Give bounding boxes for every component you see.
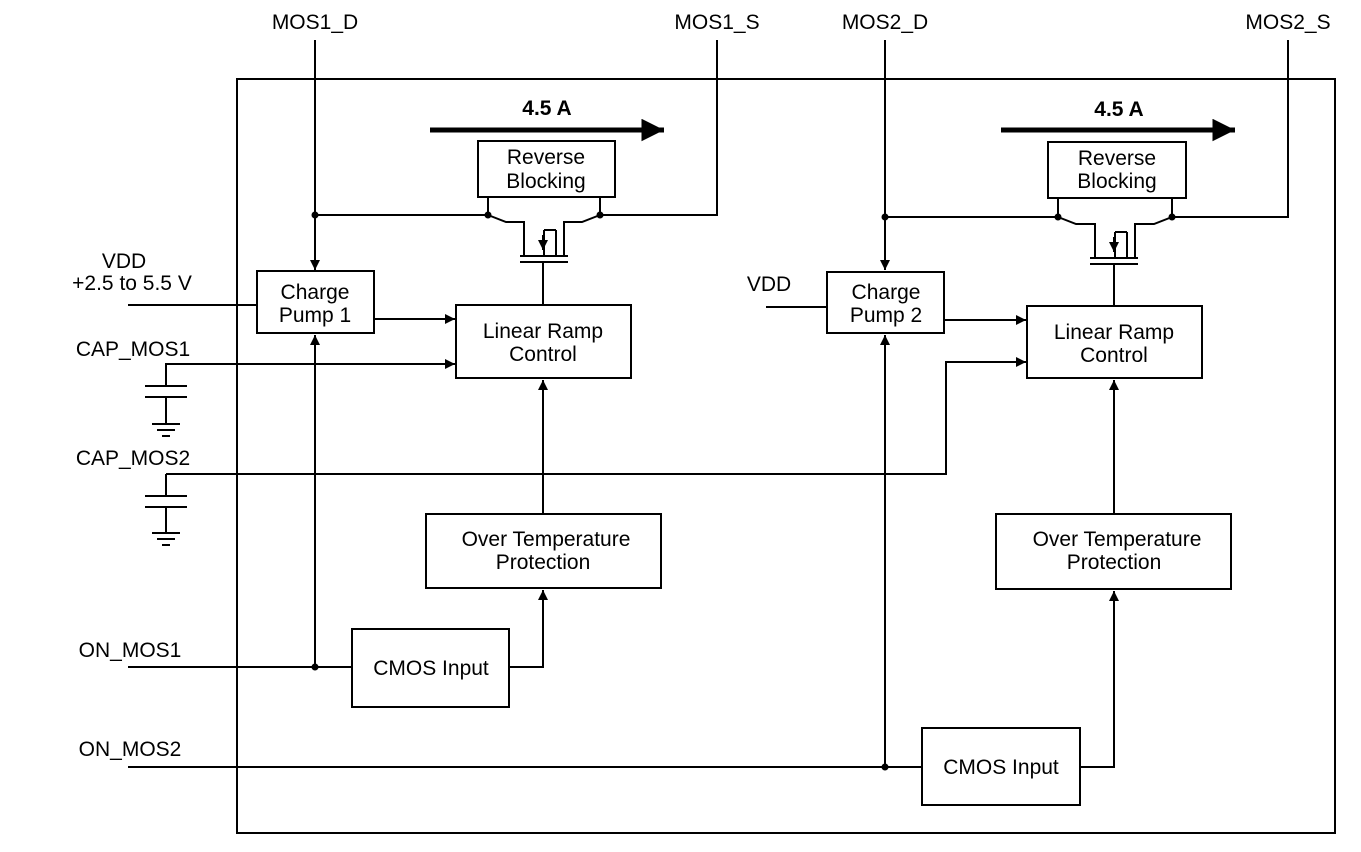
reverse-blocking-text-2b: Blocking (1077, 170, 1156, 193)
pin-mos1-d-label: MOS1_D (272, 11, 358, 34)
channel-1: 4.5 A Reverse Blocking Cha (128, 40, 718, 708)
pin-cap-mos2-label: CAP_MOS2 (76, 447, 190, 470)
over-temp-box-1 (425, 513, 662, 589)
current-label-2: 4.5 A (1094, 98, 1143, 121)
pin-cap-mos1-label: CAP_MOS1 (76, 338, 190, 361)
capacitor-2 (145, 474, 187, 546)
pin-vdd-range-label: +2.5 to 5.5 V (72, 272, 192, 295)
linear-ramp-box-2 (1026, 305, 1203, 379)
reverse-blocking-box-2 (1047, 141, 1187, 199)
pin-on-mos1-label: ON_MOS1 (79, 639, 182, 662)
mosfet-symbol-1 (487, 214, 601, 304)
cmos-input-box-1 (351, 628, 510, 708)
capacitor-1 (145, 385, 187, 437)
linear-ramp-text-1b: Control (509, 343, 577, 366)
pin-mos2-d-label: MOS2_D (842, 11, 928, 34)
over-temp-text-2b: Protection (1067, 551, 1162, 574)
pin-on-mos2-label: ON_MOS2 (79, 738, 182, 761)
cmos-input-text-2: CMOS Input (943, 756, 1059, 779)
reverse-blocking-text-1a: Reverse (507, 146, 585, 169)
cmos-input-box-2 (921, 727, 1081, 806)
charge-pump-box-2 (826, 271, 945, 334)
reverse-blocking-text-2a: Reverse (1078, 147, 1156, 170)
linear-ramp-box-1 (455, 304, 632, 379)
over-temp-text-2a: Over Temperature (1033, 528, 1202, 551)
charge-pump-box-1 (256, 270, 375, 334)
pin-mos2-s-label: MOS2_S (1245, 11, 1330, 34)
over-temp-box-2 (995, 513, 1232, 590)
reverse-blocking-text-1b: Blocking (506, 170, 585, 193)
over-temp-text-1a: Over Temperature (462, 528, 631, 551)
over-temp-text-1b: Protection (496, 551, 591, 574)
pin-mos1-s-label: MOS1_S (674, 11, 759, 34)
linear-ramp-text-2a: Linear Ramp (1054, 321, 1174, 344)
linear-ramp-text-1a: Linear Ramp (483, 320, 603, 343)
pin-vdd2-label: VDD (747, 273, 791, 296)
charge-pump-text-2b: Pump 2 (850, 304, 922, 327)
charge-pump-text-2a: Charge (852, 281, 921, 304)
channel-2: 4.5 A Reverse Blocking Charge Pump 2 (128, 40, 1289, 806)
mosfet-symbol-2 (1057, 216, 1173, 305)
current-label-1: 4.5 A (522, 97, 571, 120)
charge-pump-text-1a: Charge (281, 281, 350, 304)
reverse-blocking-box-1 (477, 140, 616, 198)
cmos-input-text-1: CMOS Input (373, 657, 489, 680)
linear-ramp-text-2b: Control (1080, 344, 1148, 367)
chip-outline (236, 78, 1336, 834)
pin-vdd-label: VDD (102, 250, 146, 273)
charge-pump-text-1b: Pump 1 (279, 304, 351, 327)
